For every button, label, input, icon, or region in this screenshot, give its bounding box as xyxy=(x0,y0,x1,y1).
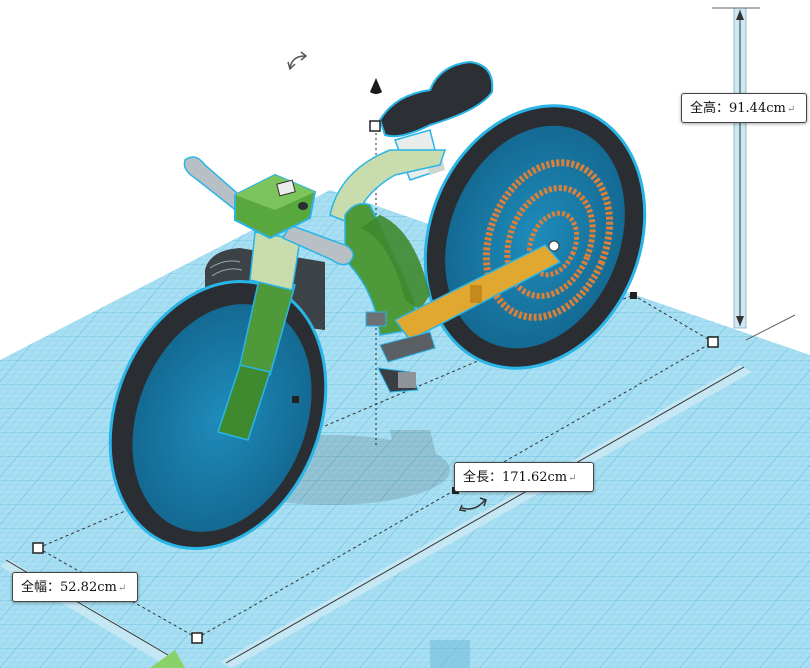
height-dimension-line xyxy=(712,7,796,341)
length-value: 全長：171.62cm xyxy=(463,470,568,485)
top-handle[interactable] xyxy=(369,120,381,132)
handlebar[interactable] xyxy=(183,156,354,266)
rotate-arrow-icon[interactable] xyxy=(287,51,308,71)
rear-sprocket xyxy=(482,159,614,321)
width-dimension-label[interactable]: 全幅：52.82cm↵ xyxy=(12,572,138,602)
lift-cone-icon[interactable] xyxy=(370,78,382,94)
right-corner-handle[interactable] xyxy=(707,336,719,348)
return-mark: ↵ xyxy=(786,104,796,115)
left-corner-handle[interactable] xyxy=(32,542,44,554)
bike-frame[interactable] xyxy=(329,149,447,336)
return-mark: ↵ xyxy=(117,583,127,594)
crank-pedal[interactable] xyxy=(365,311,436,393)
length-dimension-line xyxy=(220,365,752,668)
bottom-corner-handle[interactable] xyxy=(191,632,203,644)
rotate-arrow-icon[interactable] xyxy=(458,497,487,512)
width-value: 全幅：52.82cm xyxy=(21,580,117,595)
workplane-watermark xyxy=(430,640,470,668)
height-dimension-label[interactable]: 全高：91.44cm↵ xyxy=(681,93,807,123)
front-fork[interactable] xyxy=(217,231,301,441)
length-dimension-label[interactable]: 全長：171.62cm↵ xyxy=(454,462,594,492)
chain-arm xyxy=(393,244,562,341)
height-value: 全高：91.44cm xyxy=(690,101,786,116)
return-mark: ↵ xyxy=(568,473,577,484)
back-corner-handle[interactable] xyxy=(630,292,637,299)
